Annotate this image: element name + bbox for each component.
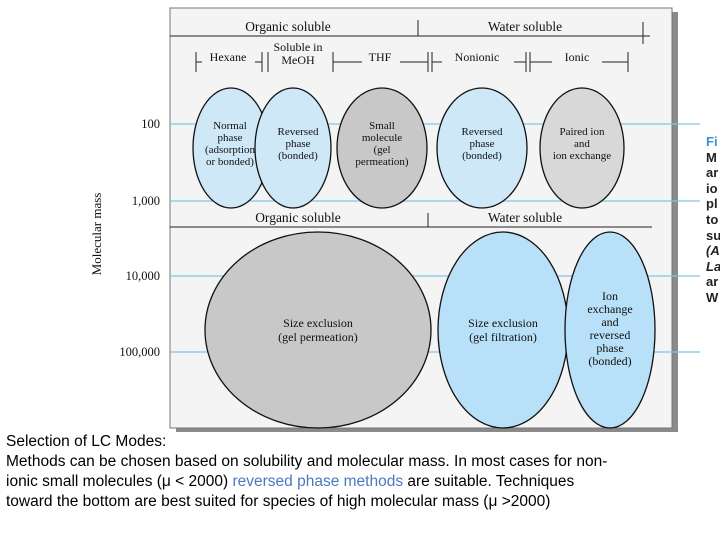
ellipse-ion-exchange-reversed <box>564 231 656 429</box>
side-caption-fragment: Fi M ar io pl to su (A La ar W <box>706 134 720 306</box>
mu-symbol: μ <box>161 473 171 490</box>
label-normal-3: (adsorption <box>205 144 256 156</box>
tick-1000: 1,000 <box>132 194 160 208</box>
header-organic-soluble-top: Organic soluble <box>245 19 331 34</box>
solvent-brackets <box>195 52 629 72</box>
side-line: M <box>706 149 717 165</box>
header-water-soluble-mid: Water soluble <box>488 210 562 225</box>
caption-text: >2000) <box>497 493 551 510</box>
caption-text: are suitable. Techniques <box>403 473 575 490</box>
label-size-excl-2-2: (gel filtration) <box>469 330 537 344</box>
label-rev2-3: (bonded) <box>462 150 502 162</box>
side-line: La <box>706 258 720 274</box>
label-size-excl-2-1: Size exclusion <box>468 316 538 330</box>
side-line: Fi <box>706 134 718 149</box>
ellipse-small-molecule-gel <box>336 87 428 209</box>
caption-line: ionic small molecules (μ < 2000) reverse… <box>6 472 714 492</box>
caption-highlight: reversed phase methods <box>232 473 404 490</box>
label-paired-2: and <box>574 138 590 150</box>
label-paired-3: ion exchange <box>553 150 611 162</box>
label-ion-1: Ion <box>602 289 618 303</box>
side-line: ar <box>706 274 719 290</box>
label-small-2: molecule <box>362 132 402 144</box>
label-paired-1: Paired ion <box>560 126 605 138</box>
solvent-nonionic: Nonionic <box>455 50 500 64</box>
side-line: su <box>706 227 720 243</box>
caption-title: Selection of LC Modes: <box>6 433 167 450</box>
ellipse-size-exclusion-gel-permeation <box>204 231 432 429</box>
side-line: to <box>706 211 719 227</box>
solvent-meoh-label: MeOH <box>281 53 315 67</box>
label-ion-2: exchange <box>587 302 632 316</box>
label-normal-1: Normal <box>213 120 247 132</box>
label-normal-2: phase <box>217 132 242 144</box>
label-rev1-1: Reversed <box>278 126 319 138</box>
caption-text: < 2000) <box>170 473 233 490</box>
tick-100000: 100,000 <box>119 345 160 359</box>
lc-mode-selection-diagram: Organic soluble Water soluble Hexane Sol… <box>89 7 700 432</box>
label-size-excl-1-1: Size exclusion <box>283 316 353 330</box>
caption-line: Methods can be chosen based on solubilit… <box>6 453 608 470</box>
tick-10000: 10,000 <box>126 269 160 283</box>
side-line: io <box>706 180 718 196</box>
label-ion-4: reversed <box>590 328 631 342</box>
label-size-excl-1-2: (gel permeation) <box>278 330 358 344</box>
label-ion-5: phase <box>596 341 623 355</box>
solvent-soluble-in-label: Soluble in <box>273 40 322 54</box>
label-rev1-3: (bonded) <box>278 150 318 162</box>
mu-symbol: μ <box>488 493 498 510</box>
solvent-hexane: Hexane <box>210 50 247 64</box>
side-line: pl <box>706 196 718 212</box>
tick-100: 100 <box>141 117 160 131</box>
label-small-4: permeation) <box>355 156 408 168</box>
label-rev2-1: Reversed <box>462 126 503 138</box>
side-line: W <box>706 289 719 305</box>
label-small-3: (gel <box>373 144 390 156</box>
solvent-ionic: Ionic <box>565 50 590 64</box>
label-normal-4: or bonded) <box>206 156 254 168</box>
caption-text: toward the bottom are best suited for sp… <box>6 493 489 510</box>
caption-text: ionic small molecules ( <box>6 473 162 490</box>
label-rev2-2: phase <box>469 138 494 150</box>
header-organic-soluble-mid: Organic soluble <box>255 210 341 225</box>
label-small-1: Small <box>369 120 395 132</box>
solvent-thf: THF <box>369 50 392 64</box>
ellipse-reversed-phase-nonionic <box>436 87 528 209</box>
ellipse-reversed-phase-meoh <box>254 87 332 209</box>
label-ion-3: and <box>601 315 618 329</box>
side-line: (A <box>706 243 720 259</box>
header-water-soluble-top: Water soluble <box>488 19 562 34</box>
slide-caption: Selection of LC Modes: Methods can be ch… <box>6 432 714 512</box>
caption-line: toward the bottom are best suited for sp… <box>6 492 714 512</box>
ellipse-paired-ion <box>539 87 625 209</box>
label-rev1-2: phase <box>285 138 310 150</box>
axis-label-molecular-mass: Molecular mass <box>89 193 104 276</box>
side-line: ar <box>706 165 719 181</box>
label-ion-6: (bonded) <box>588 354 631 368</box>
